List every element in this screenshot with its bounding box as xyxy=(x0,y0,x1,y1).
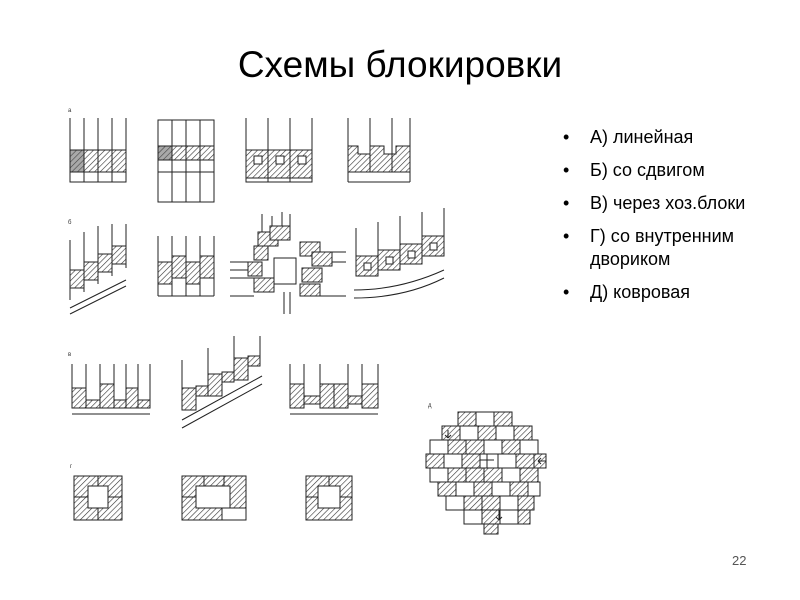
scheme-a3 xyxy=(245,118,313,183)
scheme-v3 xyxy=(289,364,379,415)
figure-label-b: б xyxy=(68,220,72,226)
bullet-item-linear: А) линейная xyxy=(560,126,790,149)
bullet-item-courtyard: Г) со внутренним двориком xyxy=(560,225,790,271)
bullet-item-shifted: Б) со сдвигом xyxy=(560,159,790,182)
scheme-g2 xyxy=(181,475,247,521)
figure-label-g: г xyxy=(70,464,73,470)
scheme-b2 xyxy=(157,236,215,297)
scheme-a1 xyxy=(69,118,127,183)
scheme-v2 xyxy=(181,336,263,429)
scheme-g3 xyxy=(305,475,353,521)
bullet-item-utility-blocks: В) через хоз.блоки xyxy=(560,192,790,215)
scheme-b4 xyxy=(353,208,445,299)
scheme-b3 xyxy=(230,212,346,314)
scheme-g1 xyxy=(73,475,123,521)
figure-label-a: а xyxy=(68,108,72,114)
figure-label-d: д xyxy=(428,403,432,409)
slide-title: Схемы блокировки xyxy=(237,44,563,85)
page-number: 22 xyxy=(732,553,747,568)
scheme-a4 xyxy=(347,118,411,183)
scheme-d-carpet xyxy=(425,411,547,535)
bullet-list: А) линейная Б) со сдвигом В) через хоз.б… xyxy=(560,126,790,314)
figure-label-v: в xyxy=(68,352,71,358)
bullet-item-carpet: Д) ковровая xyxy=(560,281,790,304)
scheme-a2 xyxy=(157,119,215,203)
scheme-v1 xyxy=(71,364,151,415)
scheme-b1 xyxy=(69,224,127,315)
